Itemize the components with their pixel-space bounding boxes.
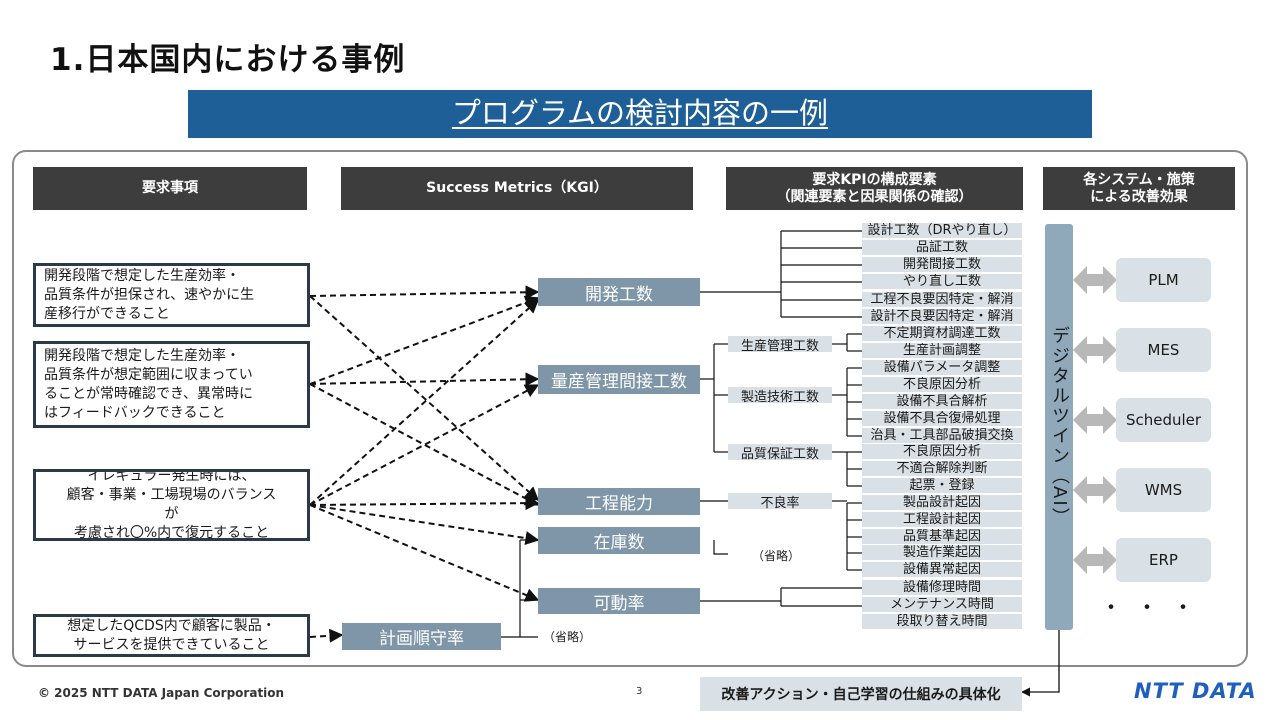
requirement-4: 想定したQCDS内で顧客に製品・ サービスを提供できていること — [33, 614, 310, 657]
kgi-schedule-adherence: 計画順守率 — [342, 623, 501, 650]
requirement-2-line-1: 開発段階で想定した生産効率・ — [44, 347, 240, 364]
kpi-item: 品質基準起因 — [862, 529, 1022, 544]
requirement-2-line-3: ることが常時確認でき、異常時に — [44, 385, 254, 402]
header-effects-line1: 各システム・施策 — [1083, 171, 1195, 188]
kpi-item: 不適合解除判断 — [862, 461, 1022, 476]
kpi-item: メンテナンス時間 — [862, 597, 1022, 612]
kpi-item: 設計工数（DRやり直し） — [862, 223, 1022, 238]
diagram-frame — [12, 150, 1248, 667]
system-plm: PLM — [1116, 258, 1211, 302]
requirement-2-line-4: はフィードバックできること — [44, 404, 226, 421]
link-req3-dev — [309, 299, 540, 506]
kgi-uptime: 可動率 — [538, 588, 700, 614]
digital-twin-label: デジタルツイン（AI） — [1049, 326, 1070, 528]
kpi-item: 工程設計起因 — [862, 512, 1022, 527]
kpi-item: 設備不具合復帰処理 — [862, 411, 1022, 426]
link-req2-dev — [309, 295, 540, 385]
header-kpi-line2: （関連要素と因果関係の確認） — [776, 188, 973, 205]
omitted-inventory: （省略） — [752, 549, 801, 563]
link-req3-capability — [309, 496, 540, 511]
requirement-1: 開発段階で想定した生産効率・ 品質条件が担保され、速やかに生 産移行ができること — [33, 263, 310, 327]
kpi-item: 不良原因分析 — [862, 444, 1022, 459]
requirement-4-line-2: サービスを提供できていること — [73, 636, 270, 653]
banner: プログラムの検討内容の一例 — [188, 90, 1092, 138]
kpi-item: やり直し工数 — [862, 274, 1022, 289]
system-mes: MES — [1116, 328, 1211, 372]
kpi-item: 設備異常起因 — [862, 562, 1022, 577]
kpi-item: 起票・登録 — [862, 478, 1022, 493]
kgi-process-capability: 工程能力 — [538, 488, 700, 515]
requirement-1-line-2: 品質条件が担保され、速やかに生 — [44, 286, 255, 303]
kpi-item: 治具・工具部品破損交換 — [862, 428, 1022, 443]
kpi-production-management: 生産管理工数 — [728, 336, 832, 354]
slide-title: 1.日本国内における事例 — [50, 42, 406, 78]
improvement-action: 改善アクション・自己学習の仕組みの具体化 — [700, 677, 1022, 711]
arrow-plm — [1073, 266, 1117, 294]
requirement-1-line-1: 開発段階で想定した生産効率・ — [44, 267, 240, 284]
kpi-item: 不定期資材調達工数 — [862, 326, 1022, 341]
requirement-3-line-4: 考慮され〇%内で復元すること — [73, 525, 270, 541]
header-kgi: Success Metrics（KGI） — [341, 167, 693, 210]
kpi-item: 工程不良要因特定・解消 — [862, 292, 1022, 307]
requirement-3-line-2: 顧客・事業・工場現場のバランス — [66, 487, 277, 503]
header-kpi-line1: 要求KPIの構成要素 — [812, 171, 937, 188]
arrow-mes — [1073, 336, 1117, 364]
digital-twin-bar — [1045, 224, 1073, 630]
kpi-item: 設備修理時間 — [862, 580, 1022, 595]
kpi-item: 生産計画調整 — [862, 343, 1022, 358]
page-number: 3 — [636, 686, 643, 697]
link-req4-schedule — [309, 628, 344, 643]
header-effects: 各システム・施策 による改善効果 — [1043, 167, 1235, 210]
kgi-dev-hours: 開発工数 — [538, 278, 700, 306]
kgi-mass-production-indirect: 量産管理間接工数 — [538, 365, 700, 394]
kpi-item: 開発間接工数 — [862, 257, 1022, 272]
kpi-item: 設備パラメータ調整 — [862, 360, 1022, 375]
link-req3-uptime — [309, 504, 540, 602]
requirement-3-line-3: が — [164, 506, 179, 522]
omitted-schedule: （省略） — [543, 630, 592, 644]
copyright: © 2025 NTT DATA Japan Corporation — [38, 686, 285, 700]
header-kpi: 要求KPIの構成要素 （関連要素と因果関係の確認） — [726, 167, 1023, 210]
arrow-erp — [1073, 546, 1117, 574]
kpi-item: 製造作業起因 — [862, 545, 1022, 560]
requirement-1-line-3: 産移行ができること — [44, 305, 170, 322]
double-arrows — [1073, 266, 1117, 574]
header-effects-line2: による改善効果 — [1090, 188, 1188, 205]
link-req1-dev — [309, 285, 540, 300]
kpi-item: 製品設計起因 — [862, 495, 1022, 510]
system-erp: ERP — [1116, 538, 1211, 582]
kpi-manufacturing-engineering: 製造技術工数 — [728, 387, 832, 405]
ntt-data-logo: NTT DATA — [1134, 679, 1257, 703]
system-scheduler: Scheduler — [1116, 398, 1211, 442]
more-ellipsis: ・・・ — [1100, 596, 1209, 621]
banner-text: プログラムの検討内容の一例 — [451, 96, 829, 130]
link-req3-inventory — [309, 504, 540, 546]
kpi-item: 段取り替え時間 — [862, 614, 1022, 629]
link-req1-capability — [309, 295, 540, 501]
kpi-item: 設計不良要因特定・解消 — [862, 309, 1022, 324]
link-req2-capability — [309, 383, 540, 506]
arrow-scheduler — [1073, 406, 1117, 434]
system-wms: WMS — [1116, 468, 1211, 512]
kpi-defect-rate: 不良率 — [728, 493, 832, 511]
kpi-item: 不良原因分析 — [862, 377, 1022, 392]
header-requirements: 要求事項 — [33, 167, 307, 210]
link-req3-mass — [309, 384, 540, 506]
kpi-quality-assurance: 品質保証工数 — [728, 444, 832, 462]
requirement-3: イレギュラー発生時には、 顧客・事業・工場現場のバランス が 考慮され〇%内で復… — [33, 469, 310, 541]
arrow-wms — [1073, 476, 1117, 504]
link-req2-mass — [309, 372, 540, 387]
requirement-2: 開発段階で想定した生産効率・ 品質条件が想定範囲に収まってい ることが常時確認で… — [33, 341, 310, 428]
kgi-inventory: 在庫数 — [538, 527, 700, 554]
requirement-3-line-1: イレギュラー発生時には、 — [87, 469, 256, 484]
kpi-item: 品証工数 — [862, 240, 1022, 255]
requirement-2-line-2: 品質条件が想定範囲に収まってい — [44, 366, 253, 383]
requirement-4-line-1: 想定したQCDS内で顧客に製品・ — [67, 617, 276, 634]
kpi-item: 設備不具合解析 — [862, 394, 1022, 409]
